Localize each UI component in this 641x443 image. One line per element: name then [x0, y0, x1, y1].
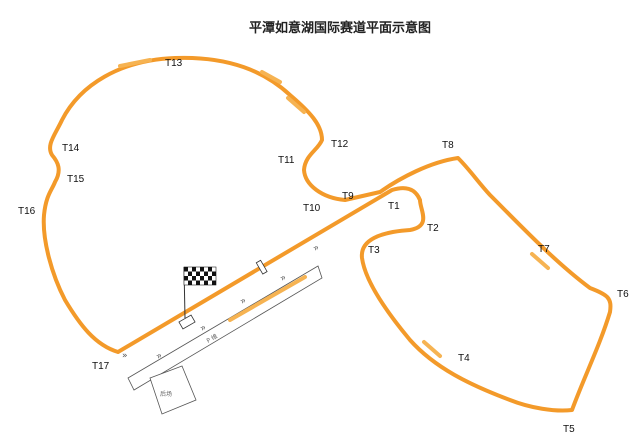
checkered-flag-icon: [183, 266, 217, 319]
turn-label-t15: T15: [67, 174, 85, 185]
paddock-label: 后场: [160, 390, 172, 398]
turn-label-t2: T2: [427, 223, 439, 234]
direction-arrows: » » » » » »: [122, 243, 321, 362]
turn-label-t5: T5: [563, 424, 575, 435]
direction-arrow: »: [122, 351, 128, 361]
turn-label-t12: T12: [331, 139, 349, 150]
turn-label-t9: T9: [342, 191, 354, 202]
turn-label-t16: T16: [18, 206, 36, 217]
turn-label-t11: T11: [278, 155, 295, 166]
direction-arrow: »: [155, 351, 165, 362]
direction-arrow: »: [199, 323, 209, 334]
turn-label-t4: T4: [458, 353, 470, 364]
track-highlights: [118, 58, 550, 358]
direction-arrow: »: [312, 243, 322, 254]
timing-marker: [255, 259, 268, 275]
direction-arrow: »: [279, 273, 289, 284]
start-box: [178, 314, 196, 330]
direction-arrow: »: [239, 296, 249, 307]
turn-label-t3: T3: [368, 245, 380, 256]
turn-label-t6: T6: [617, 289, 629, 300]
turn-label-t7: T7: [538, 244, 550, 255]
turn-label-t10: T10: [303, 203, 321, 214]
turn-label-t13: T13: [165, 58, 183, 69]
map-title: 平潭如意湖国际赛道平面示意图: [249, 20, 431, 36]
turn-label-t8: T8: [442, 140, 454, 151]
turn-labels: T1 T2 T3 T4 T5 T6 T7 T8 T9 T10 T11 T12 T…: [18, 58, 629, 435]
track-outline: [41, 55, 613, 413]
turn-label-t17: T17: [92, 361, 110, 372]
turn-label-t14: T14: [62, 143, 80, 154]
turn-label-t1: T1: [388, 201, 400, 212]
